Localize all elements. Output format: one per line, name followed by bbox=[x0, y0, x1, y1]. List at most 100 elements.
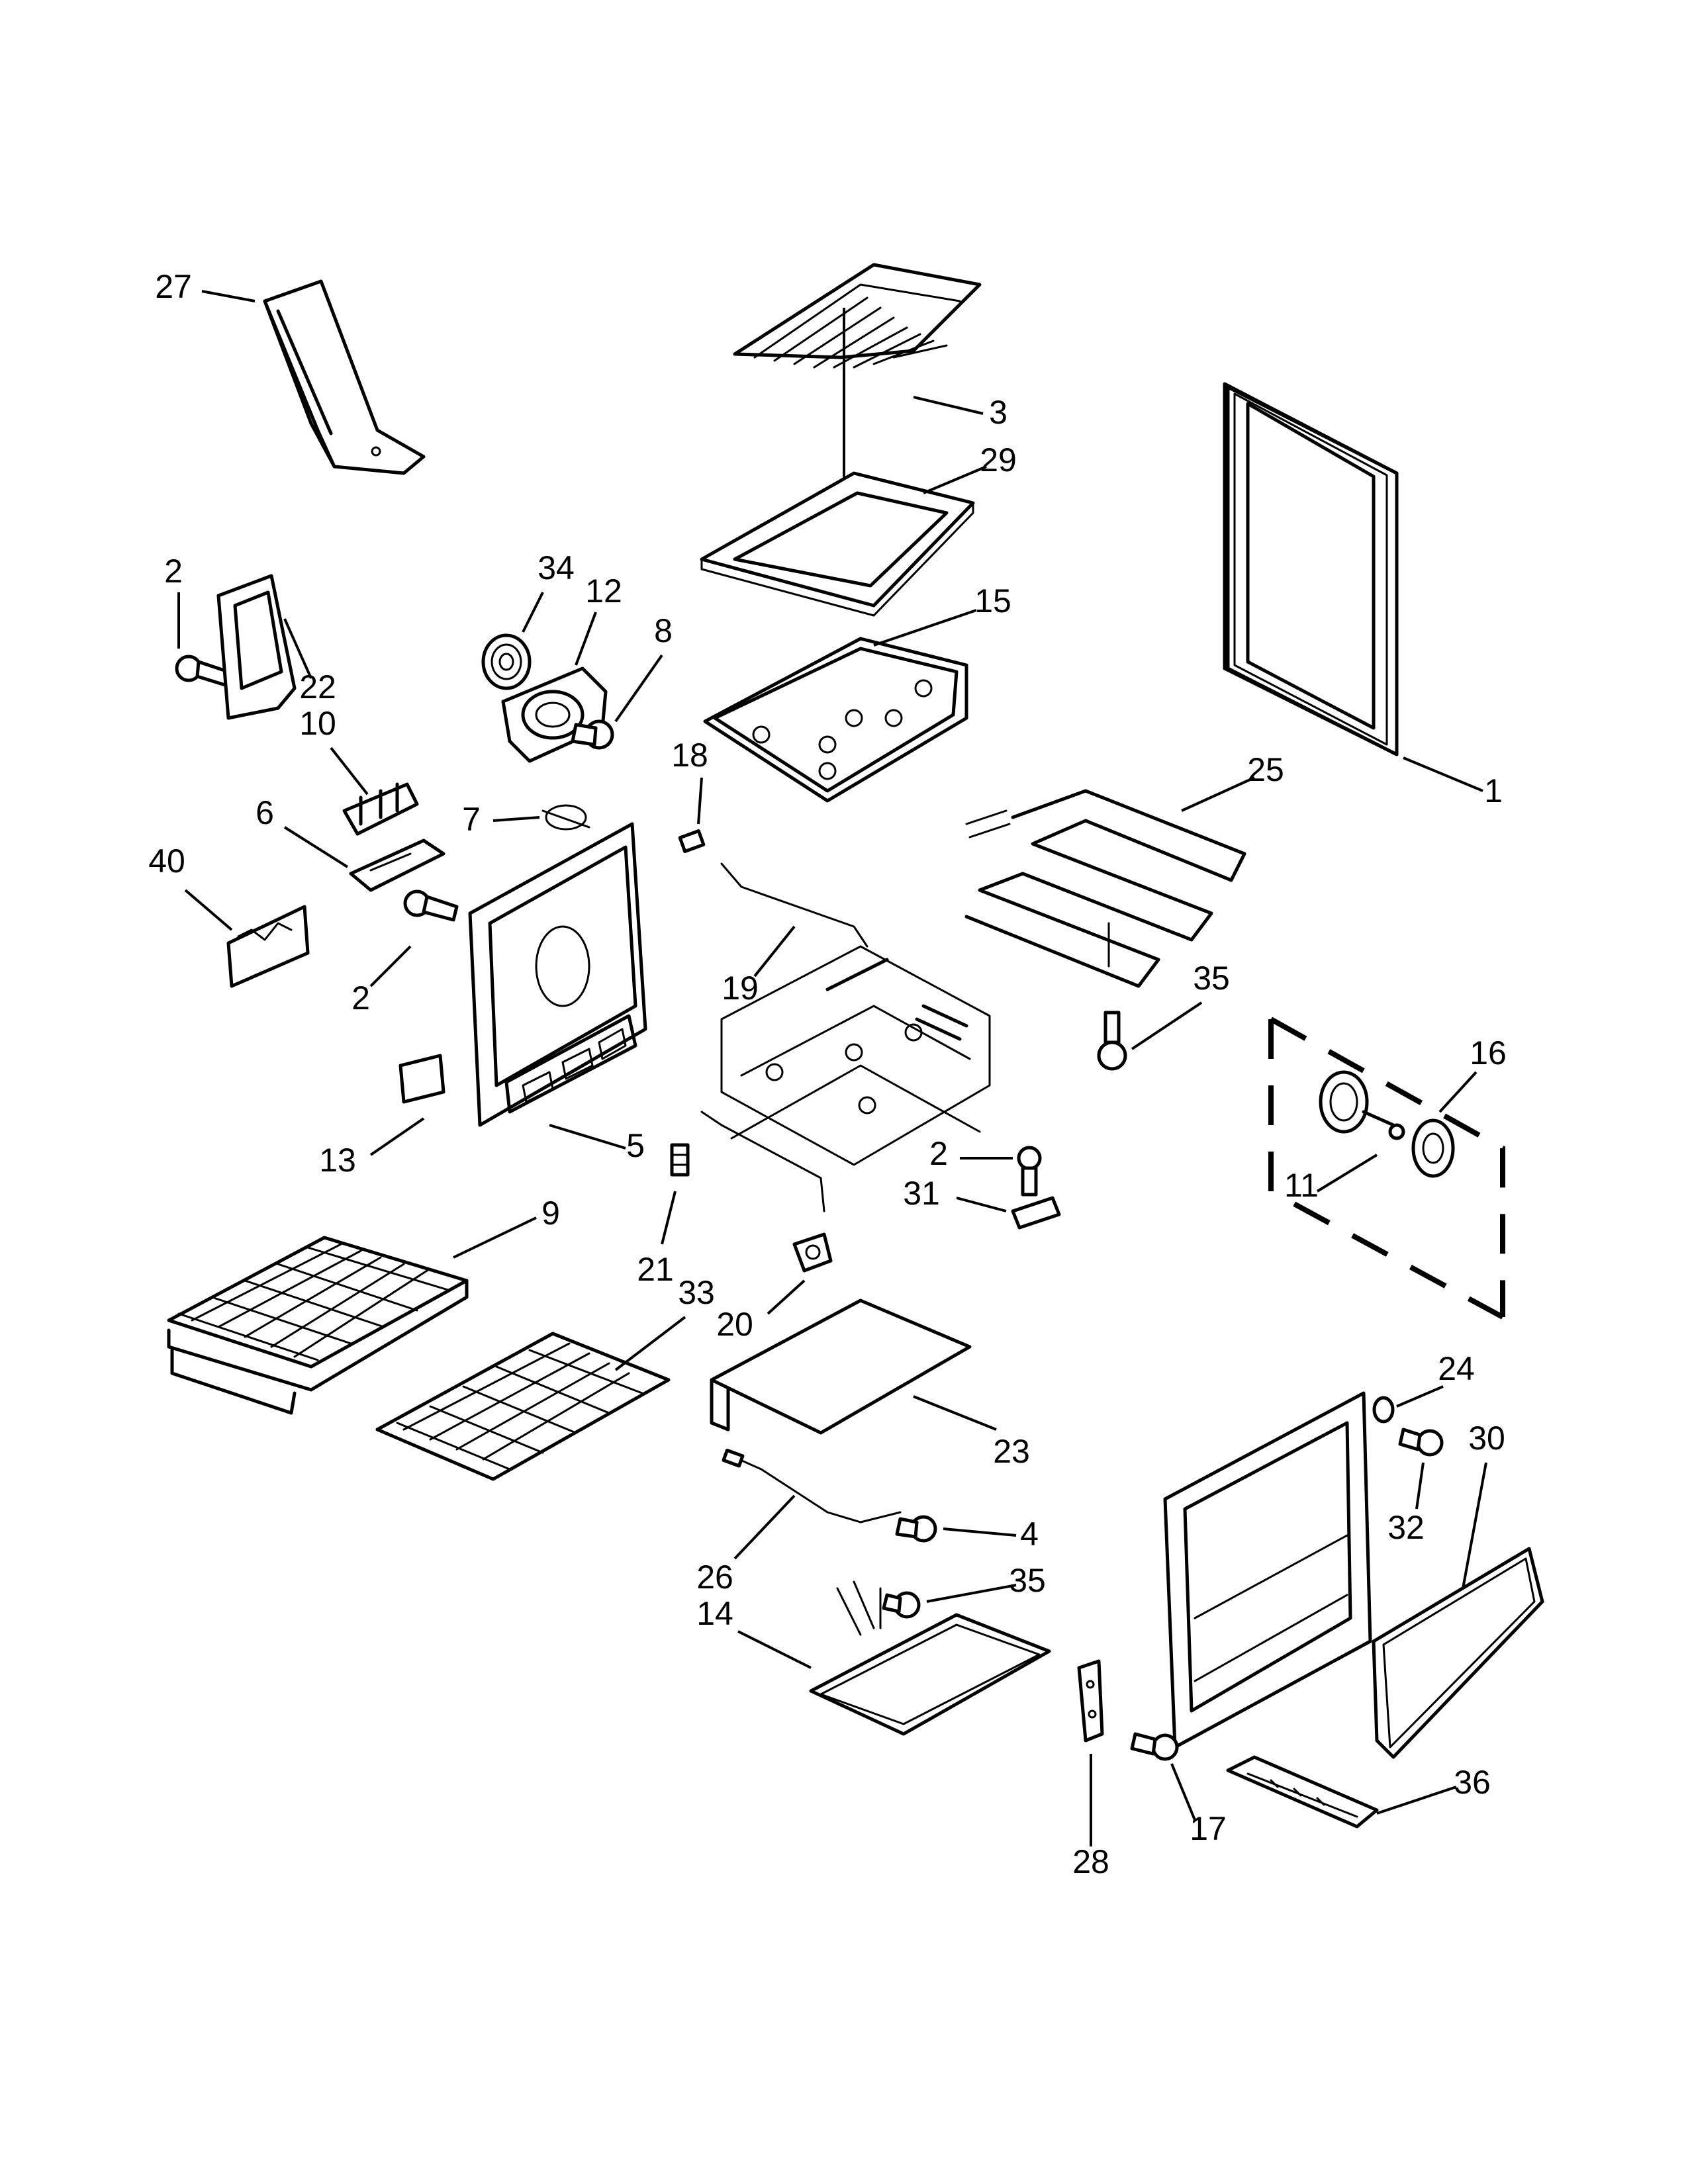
leader-18 bbox=[697, 777, 703, 825]
callout-c11: 11 bbox=[1284, 1167, 1319, 1204]
part-cavity-frame bbox=[700, 945, 991, 1212]
leader-15 bbox=[873, 609, 977, 647]
leader-30 bbox=[1462, 1462, 1487, 1589]
callout-c16: 16 bbox=[1470, 1034, 1507, 1071]
leader-10 bbox=[330, 747, 369, 796]
part-20-valve bbox=[792, 1232, 833, 1273]
leader-27 bbox=[201, 290, 256, 302]
leader-12 bbox=[575, 612, 597, 666]
leader-14 bbox=[737, 1630, 812, 1669]
callout-c18: 18 bbox=[671, 737, 708, 774]
part-21-igniter bbox=[670, 1143, 690, 1177]
callout-c13: 13 bbox=[319, 1142, 356, 1179]
part-2-screw-a bbox=[175, 655, 230, 687]
callout-c30: 30 bbox=[1468, 1420, 1505, 1457]
leader-13 bbox=[369, 1117, 425, 1156]
callout-c15: 15 bbox=[974, 582, 1011, 619]
callout-c32: 32 bbox=[1387, 1509, 1425, 1546]
part-17-screw bbox=[1130, 1732, 1179, 1761]
callout-c8: 8 bbox=[654, 612, 673, 649]
part-25-element bbox=[964, 789, 1246, 988]
part-3-rack bbox=[733, 263, 982, 369]
part-19-wire bbox=[720, 862, 868, 948]
callout-c12: 12 bbox=[585, 572, 622, 610]
leader-34 bbox=[522, 592, 544, 633]
part-27-bracket bbox=[263, 279, 426, 475]
callout-c2b: 2 bbox=[352, 979, 370, 1017]
callout-c28: 28 bbox=[1072, 1843, 1109, 1880]
callout-c2c: 2 bbox=[929, 1135, 948, 1172]
callout-c9: 9 bbox=[541, 1195, 560, 1232]
callout-c4: 4 bbox=[1020, 1516, 1039, 1553]
leader-24 bbox=[1396, 1385, 1444, 1408]
leader-3 bbox=[913, 396, 984, 415]
part-35-screw-a bbox=[1097, 1011, 1127, 1071]
callout-c35a: 35 bbox=[1193, 960, 1230, 997]
callout-c3: 3 bbox=[989, 394, 1008, 431]
part-24-bushing bbox=[1372, 1396, 1395, 1424]
leader-40 bbox=[184, 889, 233, 931]
part-6-plate bbox=[349, 839, 445, 892]
callout-c27a: 27 bbox=[155, 268, 192, 305]
callout-c2a: 2 bbox=[164, 553, 183, 590]
callout-c36: 36 bbox=[1454, 1764, 1491, 1801]
leader-11 bbox=[1316, 1154, 1378, 1193]
callout-c5: 5 bbox=[626, 1127, 645, 1164]
part-2-screw-c bbox=[1017, 1146, 1042, 1197]
part-9-rack bbox=[167, 1236, 469, 1415]
part-35-screw-b bbox=[882, 1591, 921, 1619]
part-23-shield bbox=[710, 1298, 972, 1435]
callout-c29: 29 bbox=[980, 441, 1017, 478]
part-40-bracket bbox=[226, 905, 310, 988]
part-14-bake-element bbox=[809, 1580, 1051, 1736]
leader-6 bbox=[283, 826, 349, 868]
leader-35b bbox=[926, 1584, 1017, 1603]
part-16-knob-group bbox=[1268, 1017, 1505, 1320]
leader-8 bbox=[614, 654, 663, 723]
leader-21 bbox=[661, 1191, 677, 1245]
part-15-pan bbox=[703, 637, 968, 803]
callout-c21: 21 bbox=[637, 1251, 674, 1288]
part-7-clip bbox=[541, 804, 590, 831]
leader-4 bbox=[943, 1527, 1017, 1537]
part-2-screw-b bbox=[403, 889, 459, 922]
callout-c10: 10 bbox=[299, 705, 336, 742]
callout-c22: 22 bbox=[299, 668, 336, 705]
part-10-clip bbox=[342, 782, 419, 836]
part-34-fan bbox=[481, 633, 532, 690]
part-26-wire bbox=[722, 1448, 902, 1524]
leader-20 bbox=[767, 1279, 806, 1315]
leader-23 bbox=[913, 1395, 997, 1431]
part-30-gasket bbox=[1372, 1547, 1544, 1759]
leader-5 bbox=[549, 1124, 626, 1150]
leader-1 bbox=[1403, 756, 1483, 792]
leader-29 bbox=[923, 465, 987, 494]
part-door-panel bbox=[1163, 1391, 1372, 1749]
callout-c40: 40 bbox=[148, 842, 185, 880]
part-36-vent bbox=[1226, 1755, 1379, 1829]
leader-36 bbox=[1376, 1786, 1457, 1815]
part-29-tray bbox=[700, 471, 975, 617]
part-13-bracket bbox=[399, 1054, 445, 1104]
leader-31 bbox=[956, 1197, 1007, 1212]
part-28-hinge bbox=[1077, 1659, 1104, 1743]
leader-32 bbox=[1415, 1462, 1425, 1510]
callout-c26: 26 bbox=[696, 1559, 733, 1596]
callout-c24: 24 bbox=[1438, 1350, 1475, 1387]
leader-22 bbox=[283, 618, 312, 679]
leader-33 bbox=[614, 1316, 686, 1371]
leader-2b bbox=[369, 945, 412, 987]
callout-c31: 31 bbox=[903, 1175, 940, 1212]
part-18-sensor bbox=[678, 829, 706, 853]
leader-26 bbox=[733, 1494, 796, 1560]
callout-c35b: 35 bbox=[1009, 1562, 1046, 1599]
leader-17 bbox=[1170, 1763, 1196, 1821]
leader-9 bbox=[453, 1216, 537, 1259]
callout-c17: 17 bbox=[1190, 1810, 1227, 1847]
callout-c6: 6 bbox=[256, 794, 274, 831]
part-31-clip bbox=[1011, 1196, 1061, 1230]
leader-35a bbox=[1131, 1001, 1203, 1050]
callout-c19: 19 bbox=[722, 970, 759, 1007]
leader-7 bbox=[492, 816, 540, 822]
